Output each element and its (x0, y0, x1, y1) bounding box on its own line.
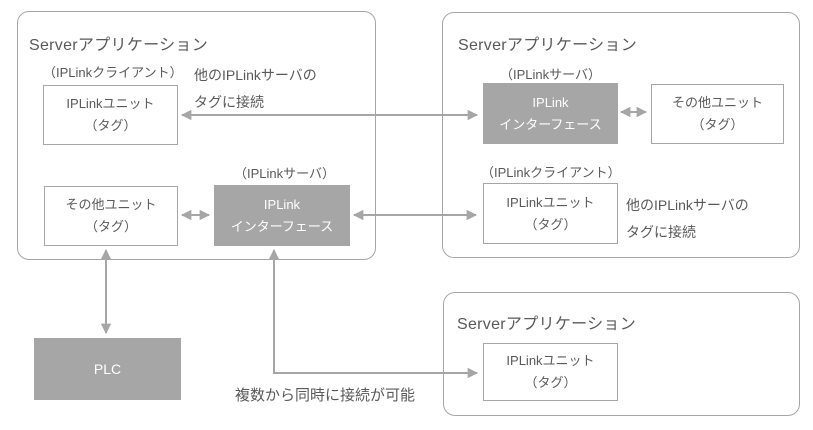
iplink-unit-box: IPLinkユニット （タグ） (483, 343, 618, 401)
other-unit-box: その他ユニット （タグ） (44, 186, 178, 246)
plc-label: PLC (93, 361, 122, 377)
other-unit-name: その他ユニット (671, 95, 763, 110)
server-app-container-top-right: Serverアプリケーション （IPLinkサーバ） IPLink インターフェ… (442, 12, 800, 258)
server-app-container-bottom-right: Serverアプリケーション IPLinkユニット （タグ） (443, 292, 800, 416)
note-line-1: 他のIPLinkサーバの (626, 197, 749, 213)
other-unit-tag: （タグ） (691, 117, 744, 132)
iplink-unit-box: IPLinkユニット （タグ） (483, 183, 618, 244)
iplink-interface-sub: インターフェース (230, 218, 334, 234)
iplink-server-label: （IPLinkサーバ） (500, 67, 602, 82)
iplink-unit-name: IPLinkユニット (506, 194, 595, 210)
server-app-title: Serverアプリケーション (457, 316, 637, 333)
server-app-title: Serverアプリケーション (458, 37, 638, 54)
iplink-unit-tag: （タグ） (524, 375, 577, 390)
server-app-title: Serverアプリケーション (29, 37, 209, 54)
multi-connection-note: 複数から同時に接続が可能 (235, 387, 416, 404)
connect-other-server-note: 他のIPLinkサーバの タグに接続 (194, 62, 317, 116)
note-line-2: タグに接続 (626, 224, 696, 240)
iplink-unit-tag: （タグ） (84, 118, 137, 133)
other-unit-box: その他ユニット （タグ） (651, 84, 784, 144)
other-unit-tag: （タグ） (84, 219, 137, 234)
iplink-unit-tag: （タグ） (524, 216, 577, 232)
iplink-interface-name: IPLink (263, 196, 301, 212)
note-line-2: タグに接続 (194, 94, 264, 110)
iplink-server-label: （IPLinkサーバ） (234, 166, 336, 181)
note-line-1: 他のIPLinkサーバの (194, 67, 317, 83)
connect-other-server-note: 他のIPLinkサーバの タグに接続 (626, 192, 749, 246)
other-unit-name: その他ユニット (65, 197, 157, 212)
iplink-unit-box: IPLinkユニット （タグ） (43, 85, 178, 145)
iplink-interface-box: IPLink インターフェース (214, 185, 350, 246)
iplink-interface-box: IPLink インターフェース (483, 83, 618, 144)
server-app-container-top-left: Serverアプリケーション （IPLinkクライアント） IPLinkユニット… (17, 11, 376, 260)
iplink-interface-name: IPLink (532, 94, 569, 110)
iplink-client-label: （IPLinkクライアント） (43, 65, 183, 80)
plc-box: PLC (34, 338, 181, 400)
iplink-interface-sub: インターフェース (499, 116, 602, 132)
iplink-client-label: （IPLinkクライアント） (481, 165, 621, 180)
iplink-unit-name: IPLinkユニット (66, 96, 155, 111)
iplink-unit-name: IPLinkユニット (506, 353, 595, 368)
